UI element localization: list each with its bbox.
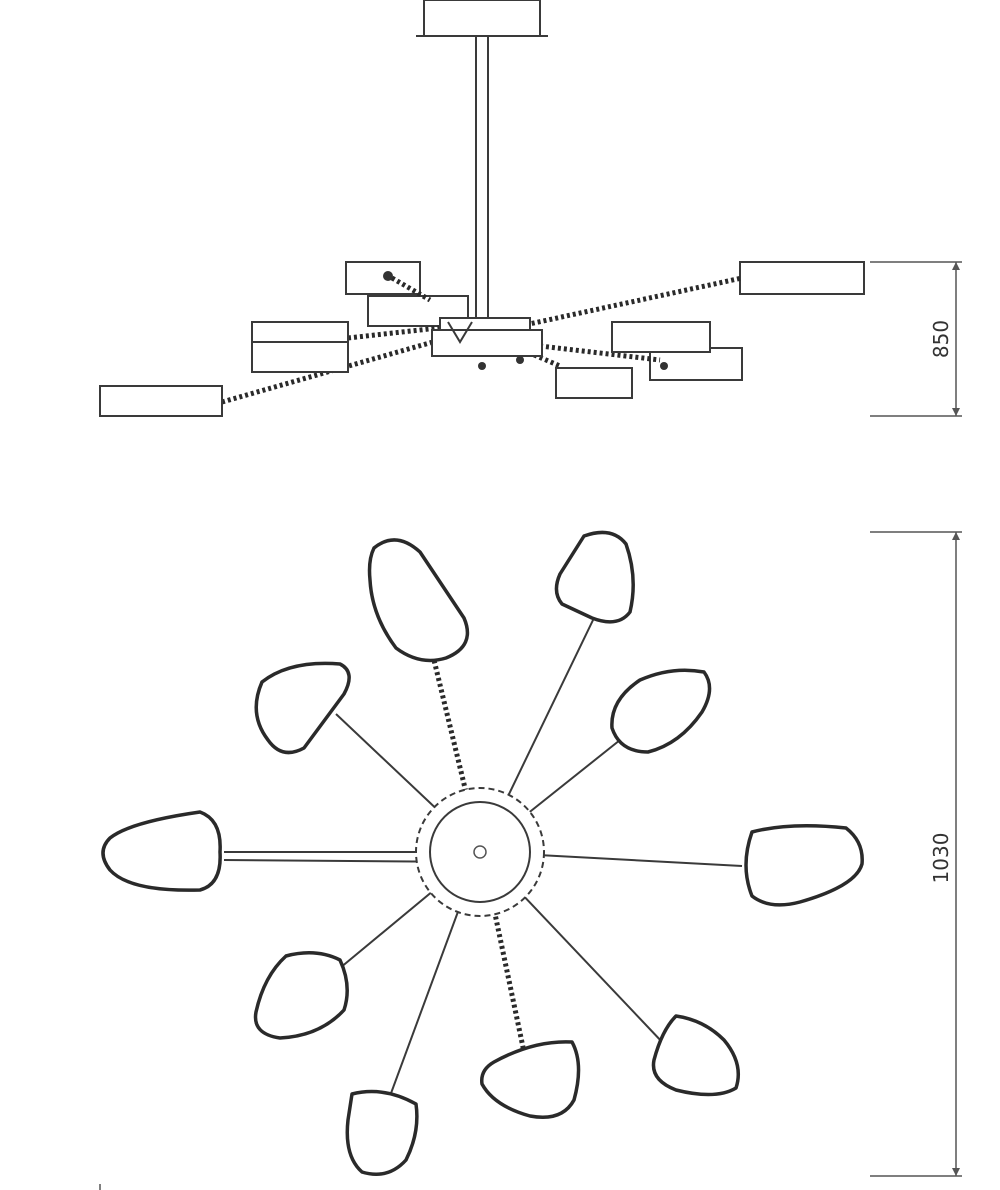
plan-shade [610,668,712,754]
diameter-dimension-label: 1030 [929,833,953,884]
top-plan-view: 1030 [99,530,962,1190]
plan-shade [554,530,635,624]
side-hub-screw [660,362,668,370]
side-arm [390,275,432,303]
plan-shade [101,810,222,892]
plan-shade [744,824,864,907]
plan-shade [345,1089,419,1176]
side-shade [739,261,865,295]
side-hub-screw [478,362,486,370]
plan-hub-center-point [473,845,487,859]
plan-shades [101,530,864,1176]
side-hub-body [431,329,543,357]
side-arm-knob [383,271,393,281]
plan-shade [254,661,351,755]
height-dimension-label: 850 [929,320,953,358]
side-hub-screw [516,356,524,364]
side-shade [555,367,633,399]
side-arm [539,343,661,363]
plan-shade [367,538,470,663]
side-shade [611,321,711,353]
side-hub-joint [447,321,473,344]
side-elevation-view: 850 [99,0,962,417]
plan-shade [480,1040,581,1119]
plan-shade [253,951,349,1040]
diameter-dimension: 1030 [870,531,962,1177]
height-dimension: 850 [870,261,962,417]
ceiling-canopy [423,0,541,37]
plan-shade [651,1014,740,1097]
side-arm [221,337,441,405]
plan-arm [479,851,527,1053]
side-shade [251,341,349,373]
side-shade [99,385,223,417]
side-arm [519,275,743,329]
side-arm [347,323,457,341]
side-shade [251,321,349,345]
plan-hub [429,801,531,903]
